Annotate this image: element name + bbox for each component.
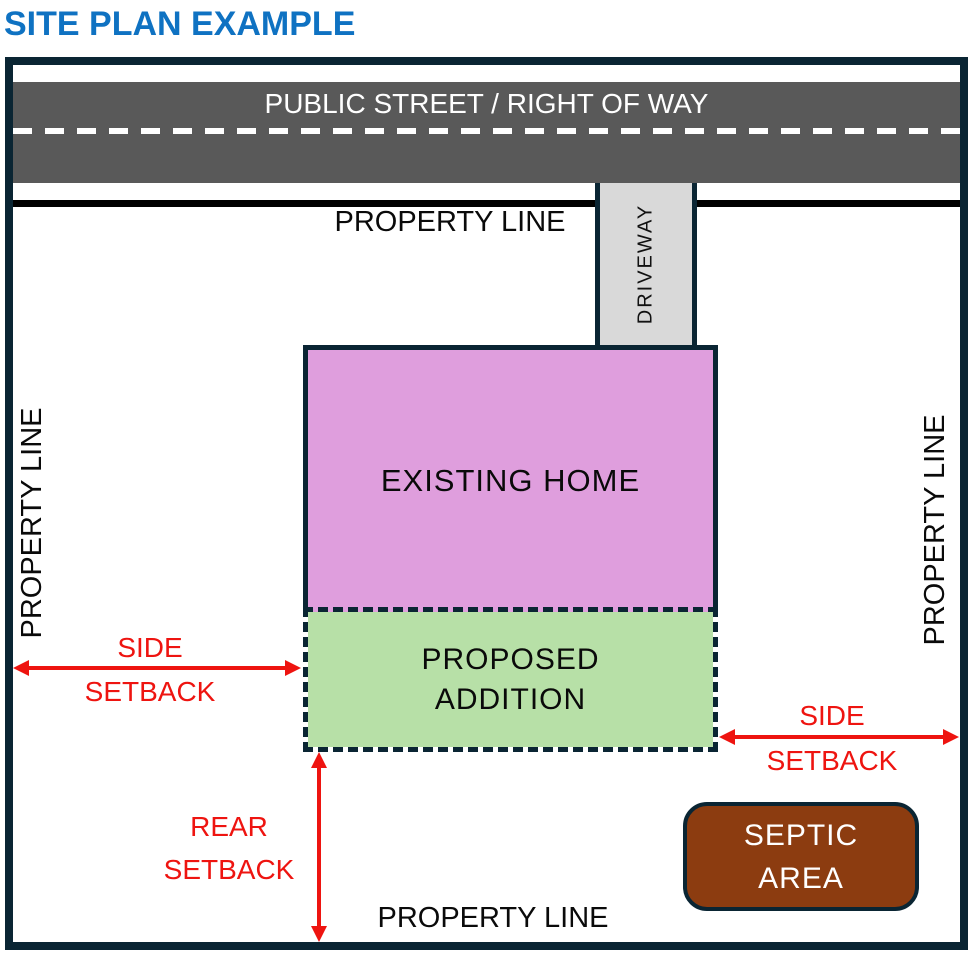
side-setback-right-arrow (719, 729, 959, 746)
page-title: SITE PLAN EXAMPLE (4, 5, 356, 43)
property-line-right-label: PROPERTY LINE (919, 414, 951, 646)
property-line-top (13, 200, 960, 207)
rear-setback-arrow (311, 752, 328, 942)
arrowhead-left-icon (13, 660, 29, 676)
property-line-left-label: PROPERTY LINE (16, 407, 48, 639)
side-setback-right-label-below: SETBACK (766, 745, 898, 776)
existing-home: EXISTING HOME (303, 345, 718, 612)
driveway: DRIVEWAY (595, 183, 697, 345)
arrowhead-right-icon (943, 729, 959, 745)
rear-setback-label-line1: REAR (190, 811, 268, 842)
proposed-addition: PROPOSED ADDITION (303, 607, 718, 752)
septic-area: SEPTIC AREA (683, 802, 919, 911)
side-setback-left-label-below: SETBACK (84, 676, 216, 707)
side-setback-left-arrow (13, 660, 301, 677)
proposed-addition-label: PROPOSED ADDITION (421, 642, 600, 716)
rear-setback-label-line2: SETBACK (163, 854, 295, 885)
arrow-line (26, 666, 288, 670)
street-label: PUBLIC STREET / RIGHT OF WAY (264, 88, 709, 119)
property-line-top-label: PROPERTY LINE (334, 206, 566, 238)
driveway-label: DRIVEWAY (634, 203, 657, 325)
side-setback-right-label-above: SIDE (799, 700, 865, 731)
arrowhead-down-icon (311, 926, 327, 942)
property-line-bottom-label: PROPERTY LINE (377, 902, 609, 934)
arrow-line (732, 735, 946, 739)
arrowhead-left-icon (719, 729, 735, 745)
street-centerline (13, 128, 960, 134)
existing-home-label: EXISTING HOME (380, 463, 641, 498)
arrow-line (317, 765, 321, 929)
public-street: PUBLIC STREET / RIGHT OF WAY (13, 82, 960, 183)
arrowhead-right-icon (285, 660, 301, 676)
side-setback-left-label-above: SIDE (117, 632, 183, 663)
septic-area-label: SEPTIC AREA (743, 818, 859, 895)
arrowhead-up-icon (311, 752, 327, 768)
